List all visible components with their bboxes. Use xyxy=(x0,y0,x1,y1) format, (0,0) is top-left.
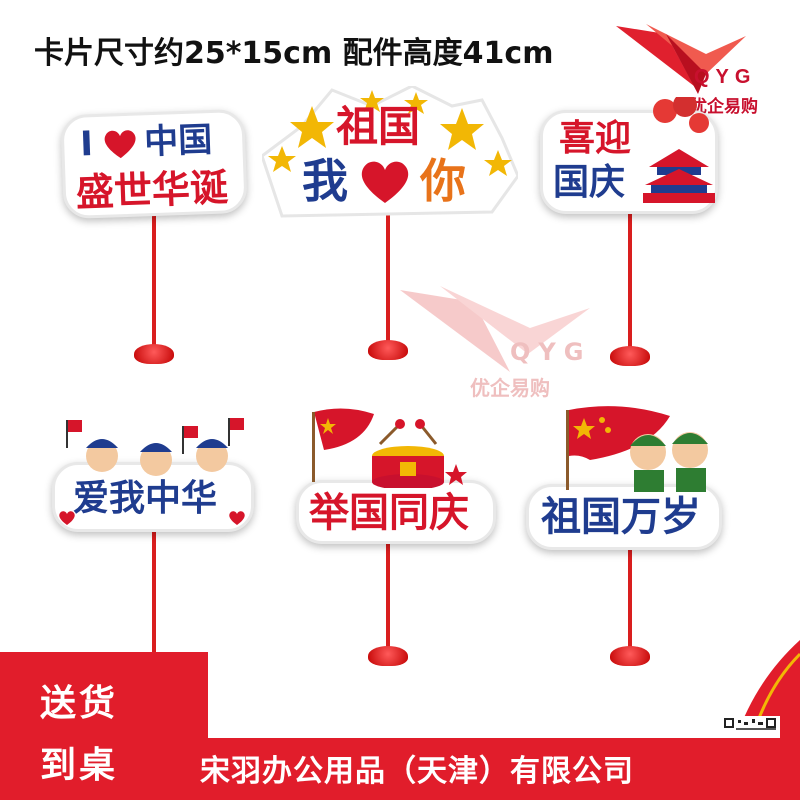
stick-base xyxy=(368,340,408,360)
card-nationwide-celebration: 举国同庆 xyxy=(296,480,496,544)
heart-icon xyxy=(104,130,136,159)
card1-line2: 盛世华诞 xyxy=(75,165,229,215)
bird-logo-icon xyxy=(616,24,746,94)
watermark-logo: QYG 优企易购 xyxy=(390,280,610,400)
brand-logo: QYG 优企易购 xyxy=(606,14,758,117)
card-celebrate-national-day: 喜迎 国庆 xyxy=(540,97,718,214)
badge-line1: 送货 xyxy=(40,682,119,724)
stick-base xyxy=(368,646,408,666)
card3-line2: 国庆 xyxy=(553,162,626,203)
stick xyxy=(152,210,156,350)
card2-line1: 祖国 xyxy=(336,102,421,151)
heart-icon xyxy=(59,511,75,525)
card-motherland-i-love-you: 祖国 我 你 xyxy=(262,86,518,220)
logo-letters: QYG xyxy=(694,66,757,88)
card2-ni: 你 xyxy=(420,154,466,208)
heart-icon xyxy=(361,161,409,203)
watermark-bird-icon xyxy=(400,286,590,372)
company-name: 宋羽办公用品（天津）有限公司 xyxy=(200,754,634,789)
delivery-badge: 送货 到桌 xyxy=(0,652,208,800)
stars-burst-icon xyxy=(262,86,518,218)
flag-drum-icon xyxy=(312,408,467,488)
flag-children-icon xyxy=(566,406,708,492)
qr-code-icon xyxy=(724,718,776,730)
logo-brand-name: 优企易购 xyxy=(690,97,758,117)
badge-line2: 到桌 xyxy=(40,744,119,786)
stick xyxy=(386,532,390,652)
heart-icon xyxy=(229,511,245,525)
card-i-love-china: I 中国 盛世华诞 xyxy=(60,108,248,220)
stick-base xyxy=(610,346,650,366)
letter-i: I xyxy=(79,124,94,165)
stick xyxy=(152,530,156,654)
card4-text: 爱我中华 xyxy=(73,478,218,519)
stick xyxy=(628,210,632,352)
size-spec-text: 卡片尺寸约25*15cm 配件高度41cm xyxy=(34,36,554,71)
stick-base xyxy=(610,646,650,666)
card5-text: 举国同庆 xyxy=(309,490,469,536)
card1-line1: 中国 xyxy=(143,119,213,163)
card6-text: 祖国万岁 xyxy=(541,494,701,540)
stick-base xyxy=(134,344,174,364)
watermark-brand: 优企易购 xyxy=(470,376,550,400)
card-long-live-motherland: 祖国万岁 xyxy=(526,484,722,550)
temple-of-heaven-icon xyxy=(643,97,715,203)
card3-line1: 喜迎 xyxy=(559,118,632,159)
children-flags-icon xyxy=(66,418,244,476)
company-banner xyxy=(208,738,800,800)
card2-wo: 我 xyxy=(302,154,348,208)
qr-code xyxy=(722,716,780,738)
stick xyxy=(628,548,632,652)
stick xyxy=(386,212,390,346)
watermark-letters: QYG xyxy=(510,338,592,366)
